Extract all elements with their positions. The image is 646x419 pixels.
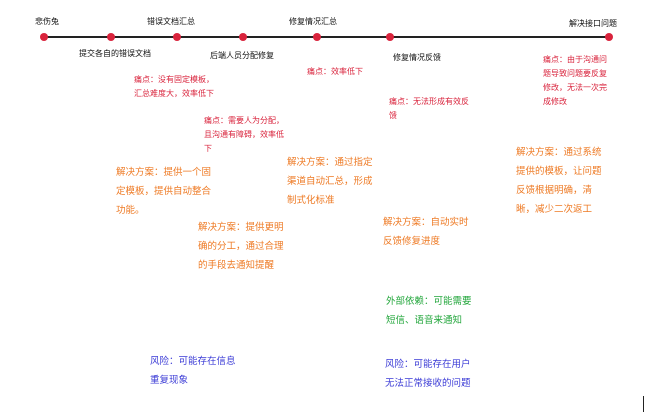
- stage-label-3: 错误文档汇总: [147, 17, 195, 26]
- solution-note: 解决方案：提供一个固 定模板，提供自动整合 功能。: [116, 167, 212, 216]
- risk-note: 风险：可能存在信息 重复现象: [150, 356, 236, 386]
- pain-point-note: 痛点：需要人为分配， 且沟通有障碍，效率低 下: [204, 116, 284, 153]
- solution-note: 解决方案：通过指定 渠道自动汇总，形成 制式化标准: [287, 157, 373, 206]
- stage-label-5: 修复情况汇总: [289, 17, 337, 26]
- pain-point-note: 痛点：没有固定模板， 汇总难度大，效率低下: [134, 75, 214, 98]
- stage-node-5: [313, 33, 321, 41]
- stage-node-3: [173, 33, 181, 41]
- pain-point-note: 痛点：由于沟通问 题导致问题要反复 修改，无法一次完 成修改: [543, 55, 607, 106]
- stage-label-4: 后端人员分配修复: [210, 51, 274, 60]
- stage-label-6: 修复情况反馈: [393, 53, 441, 62]
- timeline-line: [42, 36, 612, 38]
- stage-node-1: [40, 33, 48, 41]
- solution-note: 解决方案：提供更明 确的分工，通过合理 的手段去通知提醒: [198, 222, 284, 271]
- solution-note: 解决方案：通过系统 提供的模板，让问题 反馈根据明确，清 晰，减少二次返工: [516, 147, 602, 215]
- solution-note: 解决方案：自动实时 反馈修复进度: [383, 217, 469, 247]
- risk-note: 风险：可能存在用户 无法正常接收的问题: [385, 359, 471, 389]
- stage-node-2: [107, 33, 115, 41]
- edge-divider: [643, 396, 644, 412]
- pain-point-note: 痛点：无法形成有效反 馈: [389, 97, 469, 120]
- stage-node-7: [605, 33, 613, 41]
- stage-label-1: 悲伤兔: [35, 17, 59, 26]
- stage-node-4: [239, 33, 247, 41]
- stage-label-2: 提交各自的错误文档: [79, 49, 151, 58]
- pain-point-note: 痛点：效率低下: [307, 67, 363, 76]
- stage-node-6: [386, 33, 394, 41]
- stage-label-7: 解决接口问题: [569, 19, 617, 28]
- dependency-note: 外部依赖：可能需要 短信、语音来通知: [386, 296, 472, 326]
